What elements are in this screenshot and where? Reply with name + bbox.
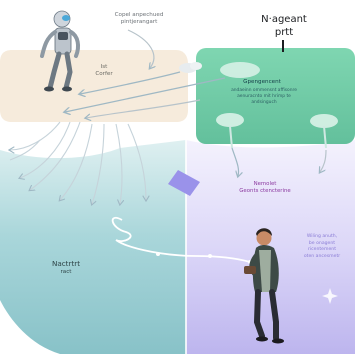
flow-path	[111, 217, 251, 263]
panel-title: Gpengencent	[243, 79, 281, 85]
teal-region	[0, 140, 186, 354]
panel-body: andaeinn ommensnt affisonre aenuracnto m…	[231, 88, 297, 106]
right-region-note: Wiling anuth, be onagent ricentement ote…	[303, 234, 341, 259]
beige-box	[0, 50, 188, 122]
diagram-heading: N·ageant prtt	[261, 14, 307, 38]
cloud-icon	[179, 62, 202, 73]
human-figure	[244, 228, 284, 344]
top-caption: Copel anpechued pintjerangart	[114, 12, 164, 25]
violet-accent	[168, 170, 200, 196]
left-region-label: Nactrtrt ract	[51, 259, 81, 276]
beige-box-label: Ist Corfer	[95, 64, 113, 77]
sparkle-icon	[322, 288, 338, 304]
middle-label: Nemolet Geonts ctencterine	[239, 181, 291, 195]
robot-figure	[40, 10, 81, 92]
